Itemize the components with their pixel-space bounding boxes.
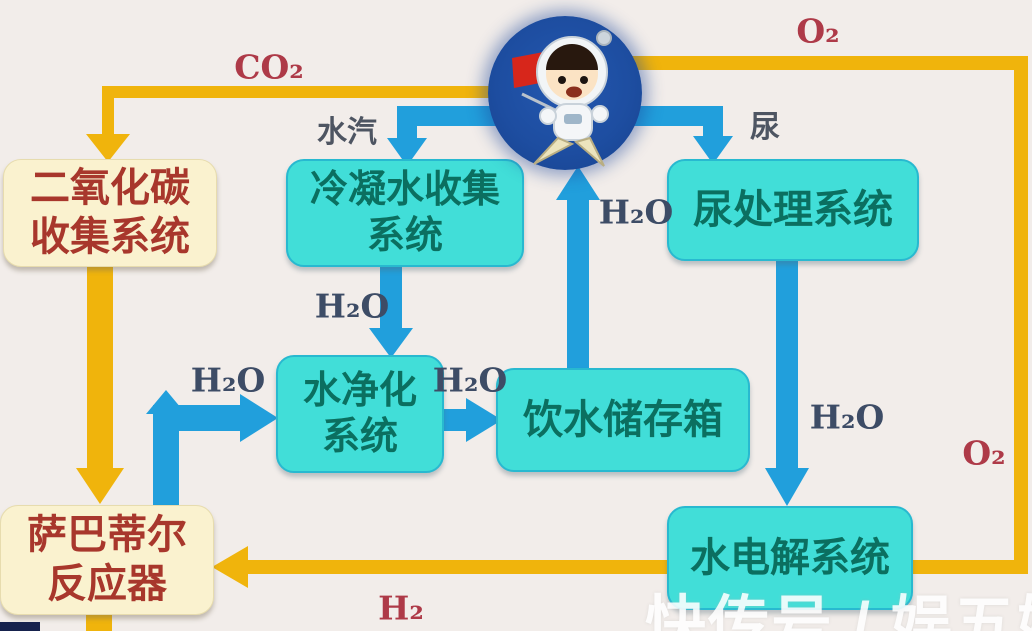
label-h2o-urine: H₂O	[809, 397, 885, 437]
arrow-condensate-down	[369, 262, 413, 358]
node-label: 二氧化碳	[30, 166, 190, 211]
node-label: 反应器	[47, 562, 167, 606]
node-label: 饮水储存箱	[523, 397, 723, 442]
arrow-reactor-water	[146, 390, 278, 512]
label-o2-top: O₂	[796, 11, 840, 51]
arm	[591, 105, 609, 123]
arrow-co2-down	[76, 264, 124, 504]
node-label: 系统	[366, 215, 443, 257]
arrow-drinking-up	[556, 166, 600, 372]
node-label: 收集系统	[30, 215, 190, 259]
node-sabatier-reactor: 萨巴蒂尔 反应器	[0, 505, 214, 615]
eye	[580, 76, 588, 84]
astronaut-icon	[512, 30, 612, 167]
label-co2-top: CO₂	[234, 47, 304, 87]
label-o2-right: O₂	[962, 433, 1006, 473]
arrow-co2-top	[86, 86, 560, 162]
label-h2-bottom: H₂	[378, 588, 424, 628]
node-drinking-water-tank: 饮水储存箱	[496, 368, 750, 472]
node-label: 尿处理系统	[693, 187, 893, 232]
node-label: 水净化	[302, 369, 417, 412]
eye	[558, 76, 566, 84]
label-water-vapor: 水汽	[317, 116, 377, 149]
node-label: 冷凝水收集	[309, 168, 500, 211]
antenna-icon	[596, 30, 612, 46]
label-h2o-reactor: H₂O	[190, 360, 266, 400]
node-water-electrolysis-system: 水电解系统	[667, 506, 913, 610]
mouth	[566, 86, 582, 98]
label-h2o-center: H₂O	[598, 192, 674, 232]
hair	[546, 44, 598, 70]
node-urine-treatment-system: 尿处理系统	[667, 159, 919, 261]
node-condensate-collection-system: 冷凝水收集 系统	[286, 159, 524, 267]
astronaut-badge-icon	[488, 16, 642, 170]
arrow-urine-water-down	[765, 256, 809, 506]
chest-panel	[564, 114, 582, 124]
arrow-purified-right	[438, 398, 502, 442]
node-label: 系统	[321, 416, 398, 458]
label-h2o-condensate: H₂O	[314, 286, 390, 326]
watermark-text: 快传号 / 娱五妹	[645, 590, 1032, 631]
arrow-water-vapor	[387, 106, 520, 166]
rocket-flame-icon	[573, 136, 605, 167]
label-urine: 尿	[750, 111, 780, 144]
node-label: 水电解系统	[690, 535, 890, 580]
node-water-purification-system: 水净化 系统	[276, 355, 444, 473]
arm	[539, 107, 557, 125]
bottom-edge-strip	[0, 622, 40, 631]
arrow-urine	[612, 106, 733, 164]
label-h2o-purified: H₂O	[432, 360, 508, 400]
node-co2-collection-system: 二氧化碳 收集系统	[3, 159, 217, 267]
node-label: 萨巴蒂尔	[27, 513, 187, 558]
arrow-o2-h2-loop	[212, 56, 1028, 588]
rocket-flame-icon	[533, 136, 575, 165]
